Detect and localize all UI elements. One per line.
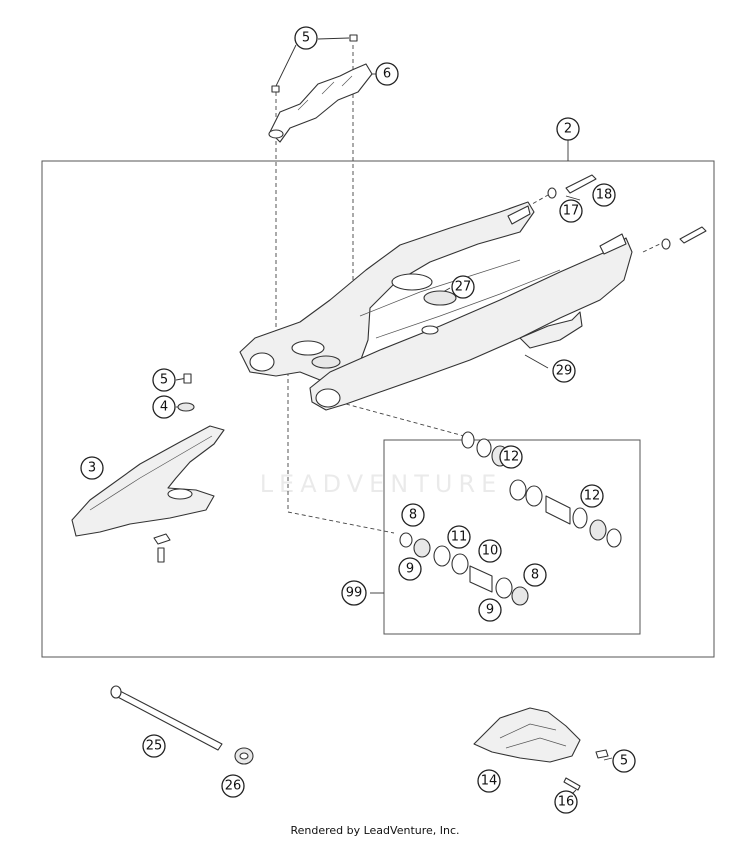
callout-17[interactable]: 17 [559, 199, 583, 223]
svg-text:27: 27 [455, 280, 472, 295]
part-6-bracket [268, 63, 373, 143]
svg-text:10: 10 [482, 544, 499, 559]
callout-12-right[interactable]: 12 [580, 484, 604, 508]
svg-text:25: 25 [146, 739, 163, 754]
svg-text:29: 29 [556, 364, 573, 379]
bearing-kit-box [383, 439, 641, 635]
svg-text:12: 12 [584, 489, 601, 504]
callout-18[interactable]: 18 [592, 183, 616, 207]
svg-text:16: 16 [558, 795, 575, 810]
callout-5-right[interactable]: 5 [612, 749, 636, 773]
svg-text:9: 9 [486, 603, 494, 618]
svg-text:17: 17 [563, 204, 580, 219]
callout-10[interactable]: 10 [478, 539, 502, 563]
callout-5-left[interactable]: 5 [152, 368, 176, 392]
callout-11[interactable]: 11 [447, 525, 471, 549]
part-5-16-bolts [563, 749, 609, 791]
svg-text:12: 12 [503, 450, 520, 465]
svg-text:8: 8 [409, 508, 417, 523]
bolt-5-top [271, 34, 358, 93]
callout-8-left[interactable]: 8 [401, 503, 425, 527]
svg-text:14: 14 [481, 774, 498, 789]
callout-14[interactable]: 14 [477, 769, 501, 793]
callout-3[interactable]: 3 [80, 456, 104, 480]
part-17-18-bolts [547, 174, 707, 250]
svg-text:26: 26 [225, 779, 242, 794]
part-25-axle [110, 685, 223, 751]
svg-text:11: 11 [451, 530, 468, 545]
svg-text:6: 6 [383, 67, 391, 82]
part-14-chain-guide [473, 707, 581, 763]
callout-9-right[interactable]: 9 [478, 598, 502, 622]
svg-text:2: 2 [564, 122, 572, 137]
svg-text:5: 5 [160, 373, 168, 388]
svg-text:5: 5 [620, 754, 628, 769]
callout-5-top[interactable]: 5 [294, 26, 318, 50]
part-4-5-hardware [177, 373, 195, 412]
assembly-dashes [275, 45, 663, 534]
credit-text: Rendered by LeadVenture, Inc. [290, 824, 460, 837]
svg-text:3: 3 [88, 461, 96, 476]
callout-2[interactable]: 2 [556, 117, 580, 141]
callout-12-top[interactable]: 12 [499, 445, 523, 469]
part-26-nut [234, 747, 254, 765]
callout-8-right[interactable]: 8 [523, 563, 547, 587]
callout-16[interactable]: 16 [554, 790, 578, 814]
watermark: LEADVENTURE [259, 470, 503, 498]
callout-6[interactable]: 6 [375, 62, 399, 86]
assembly-frame [41, 160, 715, 658]
callout-25[interactable]: 25 [142, 734, 166, 758]
part-3-chain-slider [71, 425, 225, 563]
callout-29[interactable]: 29 [552, 359, 576, 383]
callout-9-left[interactable]: 9 [398, 557, 422, 581]
svg-text:18: 18 [596, 188, 613, 203]
svg-text:9: 9 [406, 562, 414, 577]
svg-text:8: 8 [531, 568, 539, 583]
svg-text:4: 4 [160, 400, 168, 415]
callout-27[interactable]: 27 [451, 275, 475, 299]
callout-4[interactable]: 4 [152, 395, 176, 419]
bearing-kit-parts [399, 431, 622, 606]
svg-text:99: 99 [346, 586, 363, 601]
callout-26[interactable]: 26 [221, 774, 245, 798]
svg-text:5: 5 [302, 31, 310, 46]
part-2-swingarm [239, 201, 633, 411]
leader-lines [175, 37, 613, 801]
callout-99[interactable]: 99 [341, 580, 367, 606]
